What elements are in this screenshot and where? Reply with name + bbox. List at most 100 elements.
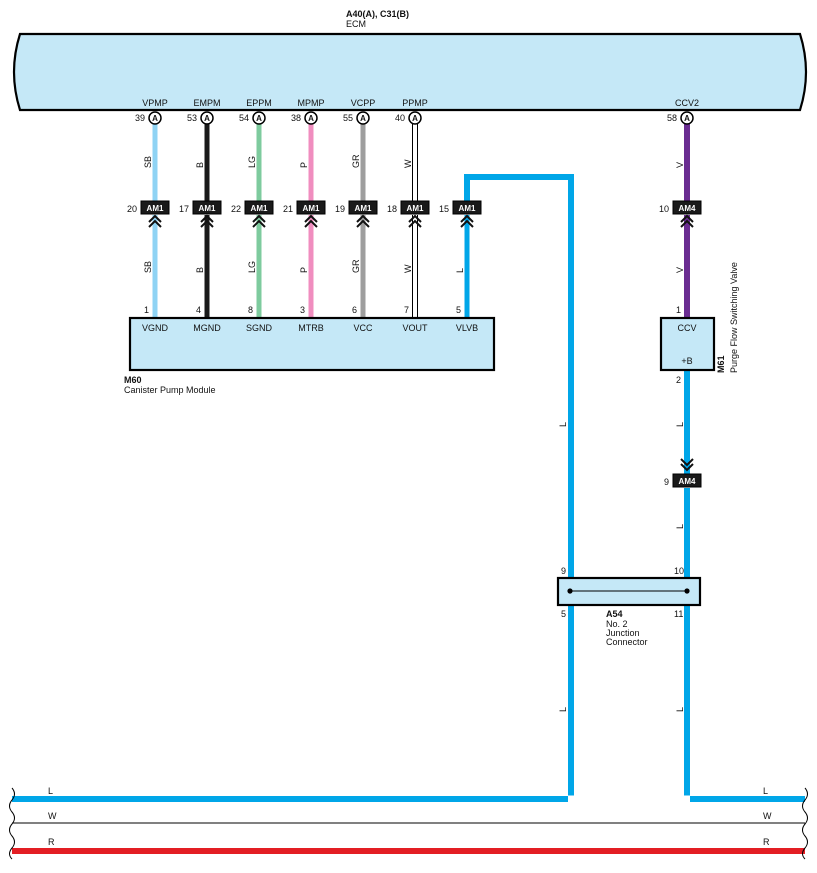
ecm-pin-ppmp-pin: 40 — [395, 113, 405, 123]
ecm-pin-vpmp-am-connector-label: AM1 — [147, 204, 164, 213]
ccv2-pin: 58 — [667, 113, 677, 123]
ecm-pin-vpmp-am-chevron-0 — [148, 219, 162, 228]
wire-label-right-after-am4: L — [675, 524, 685, 529]
wires-layer — [12, 124, 805, 854]
ecm-pin-empm-am-pin: 17 — [179, 204, 189, 214]
am4-lower-chevron-1 — [680, 463, 694, 472]
ecm-pin-empm-name: EMPM — [194, 98, 221, 108]
ecm-pin-vcpp-upper-color: GR — [351, 154, 361, 168]
ecm-pin-ppmp-am-chevron-0 — [408, 219, 422, 228]
a54-name-line-3: Connector — [606, 637, 648, 647]
ccv2-am-pin: 10 — [659, 204, 669, 214]
ecm-pin-eppm-pin: 54 — [239, 113, 249, 123]
ecm-pin-vpmp-am-pin: 20 — [127, 204, 137, 214]
ecm-pin-empm-am-connector-label: AM1 — [199, 204, 216, 213]
a54-name-line-2: Junction — [606, 628, 640, 638]
ecm-pin-mpmp-am-connector-box — [296, 200, 326, 215]
ecm-pin-mpmp-am-connector-label: AM1 — [303, 204, 320, 213]
ecm-pin-mpmp-lower-color: P — [299, 267, 309, 273]
am4-lower-connector-label: AM4 — [679, 477, 696, 486]
ecm-pin-vpmp-pin: 39 — [135, 113, 145, 123]
junction-dot-right — [684, 588, 690, 594]
ccv2-am-chevron-1 — [680, 214, 694, 223]
ccv2-conn-circle — [680, 111, 694, 125]
ecm-pin-ppmp-upper-color: W — [403, 159, 413, 168]
ecm-pin-eppm-am-connector-label: AM1 — [251, 204, 268, 213]
bus-w-left-label: W — [48, 811, 57, 821]
ecm-pin-eppm-am-chevron-0 — [252, 219, 266, 228]
ecm-pin-vlvb-module-label: VLVB — [456, 323, 478, 333]
m60-name: Canister Pump Module — [124, 385, 216, 395]
bus-break-left — [9, 787, 15, 860]
ecm-pin-vcpp-am-chevron-1 — [356, 214, 370, 223]
ecm-pin-vlvb-am-pin: 15 — [439, 204, 449, 214]
ccv2-conn-letter: A — [684, 114, 690, 123]
ecm-pin-vcpp-module-pin: 6 — [352, 305, 357, 315]
ecm-pin-ppmp-lower-color: W — [403, 264, 413, 273]
a54-code: A54 — [606, 609, 623, 619]
ecm-pin-vpmp-name: VPMP — [142, 98, 168, 108]
ecm-pin-mpmp-module-label: MTRB — [298, 323, 324, 333]
ccv2-upper-color: V — [675, 162, 685, 168]
ecm-pin-empm-module-pin: 4 — [196, 305, 201, 315]
wire-label-a54-left-below: L — [558, 707, 568, 712]
ecm-pin-ppmp-am-pin: 18 — [387, 204, 397, 214]
ecm-pin-vpmp-conn-circle — [148, 111, 162, 125]
ccv2-lower-color: V — [675, 267, 685, 273]
ecm-pin-empm-pin: 53 — [187, 113, 197, 123]
a54-pin-bl: 5 — [561, 609, 566, 619]
ecm-pin-eppm-module-pin: 8 — [248, 305, 253, 315]
a54-pin-br: 11 — [674, 609, 683, 619]
ecm-pin-mpmp-am-chevron-0 — [304, 219, 318, 228]
ecm-pin-vcpp-am-pin: 19 — [335, 204, 345, 214]
a54-pin-tl: 9 — [561, 566, 566, 576]
ecm-pin-ppmp-am-chevron-1 — [408, 214, 422, 223]
ecm-pin-vcpp-am-connector-label: AM1 — [355, 204, 372, 213]
ecm-pin-ppmp-module-label: VOUT — [402, 323, 428, 333]
ecm-pin-vpmp-am-connector-box — [140, 200, 170, 215]
ecm-pin-mpmp-name: MPMP — [298, 98, 325, 108]
junction-dot-left — [567, 588, 573, 594]
ecm-name: ECM — [346, 19, 366, 29]
am4-lower-pin: 9 — [664, 477, 669, 487]
am4-lower-connector-box — [672, 473, 702, 488]
ecm-pin-vpmp-lower-color: SB — [143, 261, 153, 273]
canister-pump-module-box — [128, 316, 496, 372]
ecm-pin-mpmp-upper-color: P — [299, 162, 309, 168]
overlay-layer: AVPMP39SBAM120SB1VGNDAEMPM53BAM117B4MGND… — [9, 98, 808, 860]
bus-break-right — [802, 787, 808, 860]
ecm-pin-mpmp-am-pin: 21 — [283, 204, 293, 214]
am4-lower-chevron-0 — [680, 458, 694, 467]
ecm-pin-empm-upper-color: B — [195, 162, 205, 168]
ecm-pin-vcpp-conn-circle — [356, 111, 370, 125]
ecm-pin-mpmp-conn-circle — [304, 111, 318, 125]
ecm-pin-vlvb-am-connector-label: AM1 — [459, 204, 476, 213]
ecm-pin-vcpp-am-chevron-0 — [356, 219, 370, 228]
m61-code: M61 — [716, 355, 726, 373]
a54-pin-tr: 10 — [674, 566, 684, 576]
ecm-pin-vcpp-conn-letter: A — [360, 114, 366, 123]
ecm-pin-vpmp-module-label: VGND — [142, 323, 169, 333]
ecm-pin-empm-am-chevron-1 — [200, 214, 214, 223]
ecm-pin-ppmp-conn-letter: A — [412, 114, 418, 123]
ecm-pin-eppm-conn-letter: A — [256, 114, 262, 123]
bus-r-right-label: R — [763, 837, 770, 847]
ecm-pin-ppmp-am-connector-label: AM1 — [407, 204, 424, 213]
wire-label-right-below: L — [675, 707, 685, 712]
ecm-bar — [12, 32, 808, 112]
ecm-pin-ppmp-am-connector-box — [400, 200, 430, 215]
ecm-pin-vlvb-am-connector-box — [452, 200, 482, 215]
ecm-pin-ppmp-name: PPMP — [402, 98, 428, 108]
m61-out-pin: 2 — [676, 375, 681, 385]
ecm-pin-vpmp-module-pin: 1 — [144, 305, 149, 315]
ecm-pin-mpmp-am-chevron-1 — [304, 214, 318, 223]
bus-r-left-label: R — [48, 837, 55, 847]
ecm-pin-eppm-lower-color: LG — [247, 261, 257, 273]
ecm-pin-vcpp-lower-color: GR — [351, 259, 361, 273]
ecm-pin-vcpp-pin: 55 — [343, 113, 353, 123]
ecm-pin-vpmp-upper-color: SB — [143, 156, 153, 168]
m61-pin-label: CCV — [677, 323, 696, 333]
m61-name: Purge Flow Switching Valve — [729, 262, 739, 373]
ecm-pin-mpmp-module-pin: 3 — [300, 305, 305, 315]
